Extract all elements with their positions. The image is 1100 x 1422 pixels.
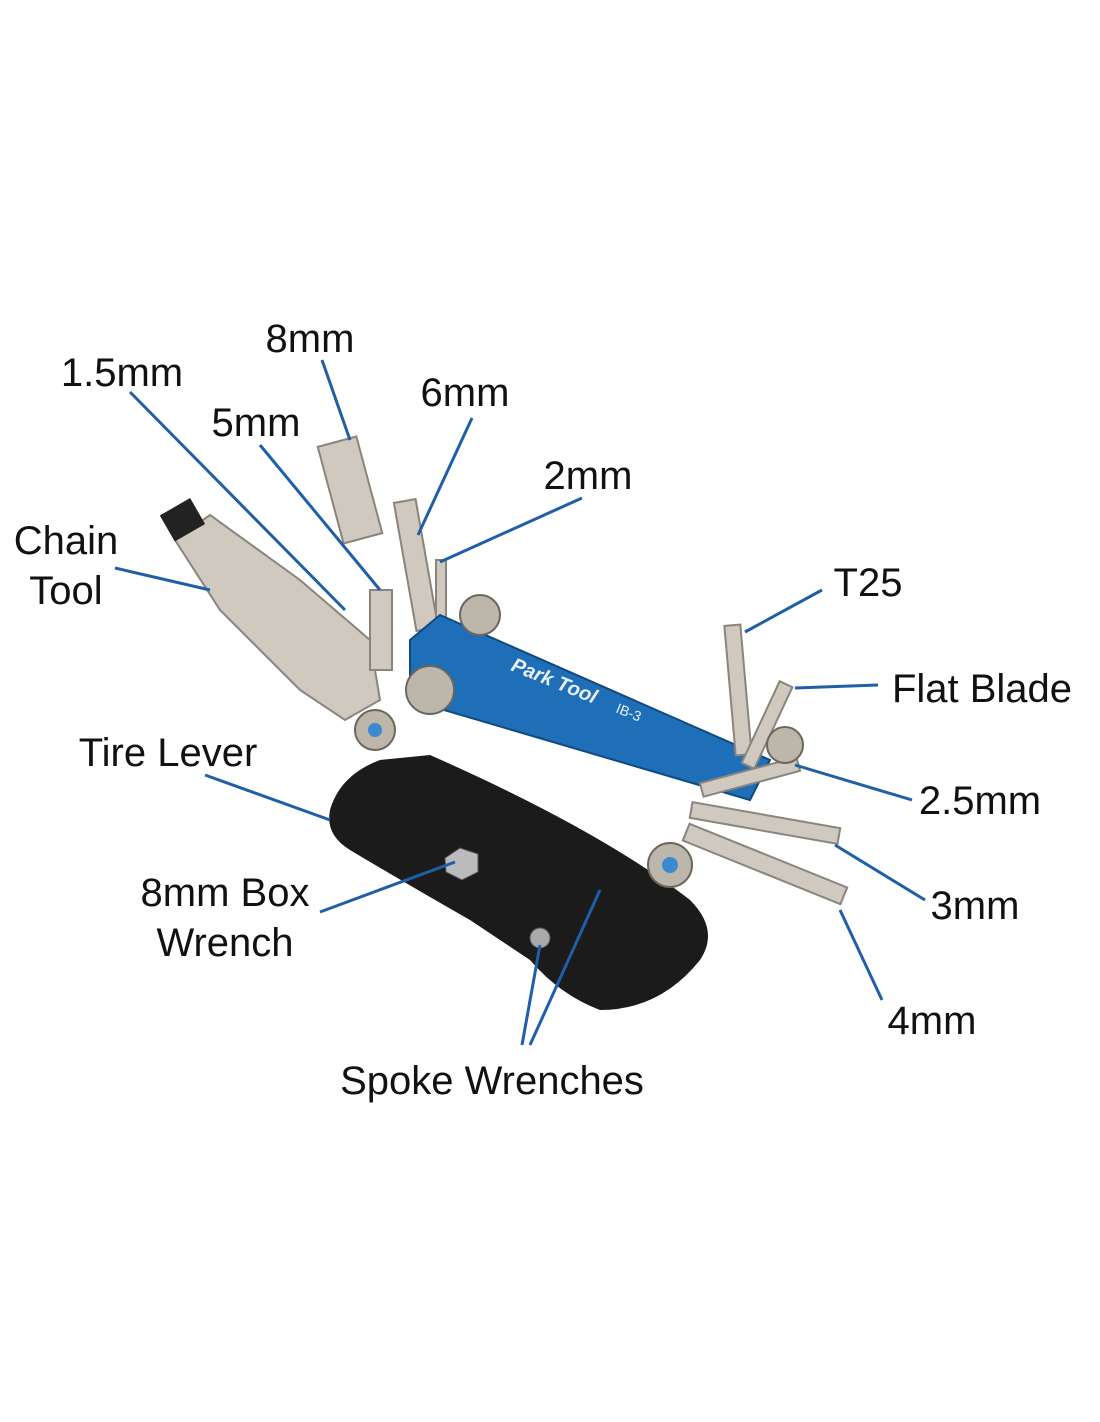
leader-6mm	[416, 417, 474, 536]
label-chain: Chain	[14, 519, 119, 563]
leader-3mm	[834, 843, 926, 902]
label-t25: T25	[834, 561, 903, 605]
bolt	[766, 726, 804, 764]
6mm-key	[392, 497, 440, 633]
leader-2-5mm	[794, 763, 913, 802]
leader-t25	[744, 588, 823, 634]
label-tool: Tool	[29, 569, 102, 613]
label-1-5mm: 1.5mm	[61, 351, 183, 395]
label-6mm: 6mm	[421, 371, 510, 415]
tire-lever-shape	[329, 755, 708, 1010]
leader-8mm	[320, 359, 352, 441]
label-8mm: 8mm	[266, 317, 355, 361]
leader-lines	[114, 359, 926, 1046]
label-spoke-wrenches: Spoke Wrenches	[340, 1059, 644, 1103]
box-wrench-hole	[444, 847, 479, 881]
t25-key	[723, 623, 753, 757]
leader-chain-tool	[114, 566, 211, 592]
flat-blade	[740, 679, 794, 771]
8mm-bit	[316, 435, 384, 545]
5mm-key	[369, 589, 393, 671]
label-wrench: Wrench	[156, 921, 293, 965]
tool-illustration: Park Tool IB-3	[159, 435, 849, 1010]
label-2mm: 2mm	[544, 454, 633, 498]
label-tire-lever: Tire Lever	[79, 731, 258, 775]
bolt	[459, 594, 501, 636]
leader-spoke-wrench-2	[528, 889, 602, 1046]
chain-tool-shape	[173, 513, 382, 722]
leader-1-5mm	[128, 390, 347, 612]
bolt-center	[662, 857, 678, 873]
leader-flat-blade	[794, 683, 879, 690]
leader-box-wrench	[319, 860, 456, 914]
2-5mm-key	[698, 756, 802, 798]
label-2-5mm: 2.5mm	[919, 779, 1041, 823]
3mm-key	[688, 800, 842, 846]
leader-tire-lever	[204, 773, 331, 822]
leader-spoke-wrench-1	[520, 944, 542, 1046]
chain-tool-pin	[159, 498, 206, 542]
label-8mm-box: 8mm Box	[141, 871, 310, 915]
leader-4mm	[838, 909, 884, 1001]
leader-2mm	[439, 496, 583, 564]
bolt-center	[368, 723, 382, 737]
label-5mm: 5mm	[212, 401, 301, 445]
label-4mm: 4mm	[888, 999, 977, 1043]
label-3mm: 3mm	[931, 884, 1020, 928]
leader-5mm	[258, 444, 382, 591]
4mm-key	[681, 822, 849, 906]
bolt	[405, 665, 455, 715]
label-flat-blade: Flat Blade	[892, 667, 1072, 711]
labels: 8mm 1.5mm 5mm 6mm 2mm Chain Tool T25 Fla…	[14, 317, 1072, 1103]
